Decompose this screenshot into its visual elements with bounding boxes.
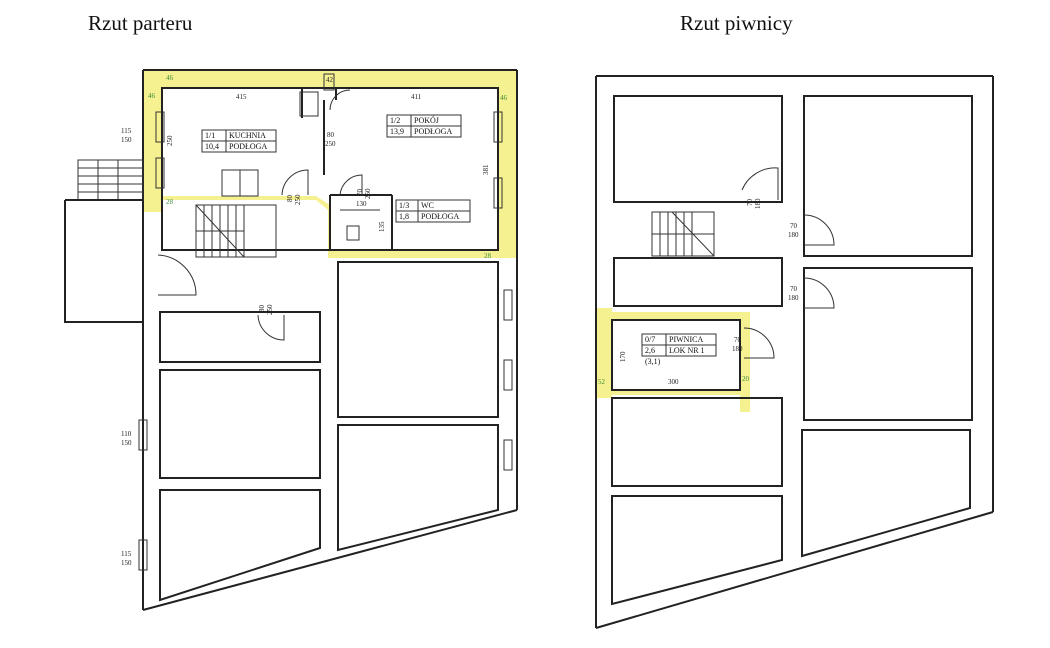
room-extra: (3,1) [645,357,661,366]
room-area: 2,6 [645,346,655,355]
window-dimension: 150 [121,559,132,567]
room-label-kuchnia: 1/1 KUCHNIA 10,4 PODŁOGA [201,129,277,153]
room-floor: PODŁOGA [421,212,459,221]
door-swing [281,169,309,196]
window-dimension: 150 [121,439,132,447]
door-dimension: 80 [327,131,335,139]
room-number: 1/1 [205,131,215,140]
dimension: 46 [148,92,156,100]
door-dimension: 80 [286,195,294,203]
door-dimension: 180 [788,231,799,239]
cellar-room [611,319,741,391]
door-dimension: 80 [258,305,266,313]
ground-floor-plan: 1/1 KUCHNIA 10,4 PODŁOGA 1/2 POKÓJ 13,9 … [64,69,518,611]
room-label-piwnica: 0/7 PIWNICA 2,6 LOK NR 1 (3,1) [641,333,717,366]
room-area: 13,9 [390,127,404,136]
door-dimension: 70 [790,285,798,293]
door-dimension: 70 [790,222,798,230]
dimension: 42 [326,76,334,84]
dimension: 415 [236,93,247,101]
dimension: 28 [484,252,492,260]
room-number: 1/2 [390,116,400,125]
room-label-wc: 1/3 WC 1,8 PODŁOGA [395,199,471,223]
dimension: 411 [411,93,422,101]
door-dimension: 70 [734,336,742,344]
room-number: 1/3 [399,201,409,210]
dimension: 46 [166,74,174,82]
dimension: 135 [378,221,386,232]
dimension: 381 [482,164,490,175]
window-dimension: 115 [121,550,132,558]
door-dimension: 250 [294,194,302,205]
room-number: 0/7 [645,335,655,344]
ground-floor-title: Rzut parteru [88,11,193,35]
room-floor: PODŁOGA [414,127,452,136]
window-dimension: 110 [121,430,132,438]
room-floor: PODŁOGA [229,142,267,151]
room-label-pokoj: 1/2 POKÓJ 13,9 PODŁOGA [386,114,462,138]
door-dimension: 250 [325,140,336,148]
door-dimension: 250 [364,188,372,199]
door-dimension: 70 [356,189,364,197]
dimension: 52 [598,378,606,386]
door-dimension: 180 [732,345,743,353]
door-dimension: 180 [788,294,799,302]
room-name: POKÓJ [414,115,439,125]
dimension: 20 [742,375,750,383]
door-dimension: 180 [754,198,762,209]
dimension: 46 [500,94,508,102]
window-dimension: 150 [121,136,132,144]
dimension: 250 [166,135,174,146]
basement-plan: 0/7 PIWNICA 2,6 LOK NR 1 (3,1) 170 300 5… [595,75,994,629]
room-lok: LOK NR 1 [669,346,705,355]
basement-title: Rzut piwnicy [680,11,793,35]
room-name: KUCHNIA [229,131,266,140]
window-dimension: 115 [121,127,132,135]
dimension: 170 [619,351,627,362]
door-dimension: 250 [266,304,274,315]
room-name: WC [421,201,434,210]
room-name: PIWNICA [669,335,703,344]
room-area: 1,8 [399,212,409,221]
cellar-highlight [596,308,750,412]
dimension: 28 [166,198,174,206]
dimension: 300 [668,378,679,386]
door-dimension: 70 [746,199,754,207]
dimension: 130 [356,200,367,208]
room-area: 10,4 [205,142,219,151]
